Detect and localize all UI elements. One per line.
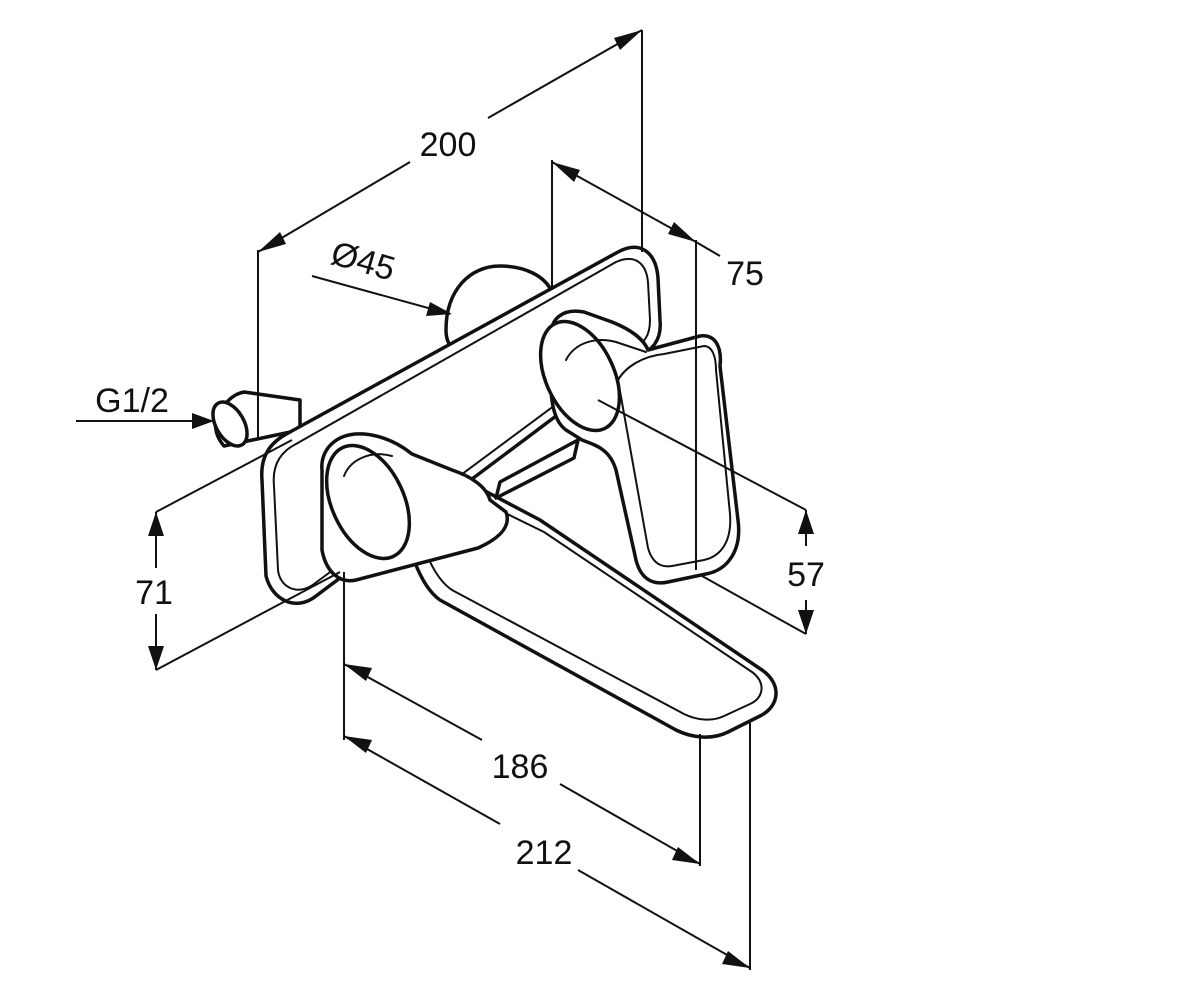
dim-height-left bbox=[148, 439, 341, 671]
spout-base bbox=[320, 432, 509, 583]
dim-thread bbox=[76, 413, 214, 429]
dimension-lines bbox=[76, 29, 814, 970]
label-pipe-diameter: Ø45 bbox=[327, 234, 399, 288]
faucet-body bbox=[211, 245, 778, 739]
label-height-right: 57 bbox=[787, 556, 825, 594]
label-height-left: 71 bbox=[135, 574, 173, 612]
handle-neck bbox=[494, 438, 580, 500]
label-thread: G1/2 bbox=[95, 382, 169, 420]
dim-depth-handle bbox=[551, 160, 721, 570]
label-spout-projection: 186 bbox=[492, 748, 549, 786]
label-overall-projection: 212 bbox=[516, 834, 573, 872]
dim-overall-projection bbox=[343, 722, 751, 970]
label-depth-handle: 75 bbox=[726, 255, 764, 293]
lever-handle bbox=[538, 309, 741, 585]
dim-pipe-diameter bbox=[311, 275, 452, 316]
dimension-labels: 200 75 Ø45 G1/2 71 57 186 212 bbox=[95, 126, 825, 872]
dim-width-total bbox=[257, 29, 643, 440]
dim-height-right bbox=[597, 399, 814, 635]
dim-spout-projection bbox=[343, 572, 701, 866]
label-width-total: 200 bbox=[420, 126, 477, 164]
